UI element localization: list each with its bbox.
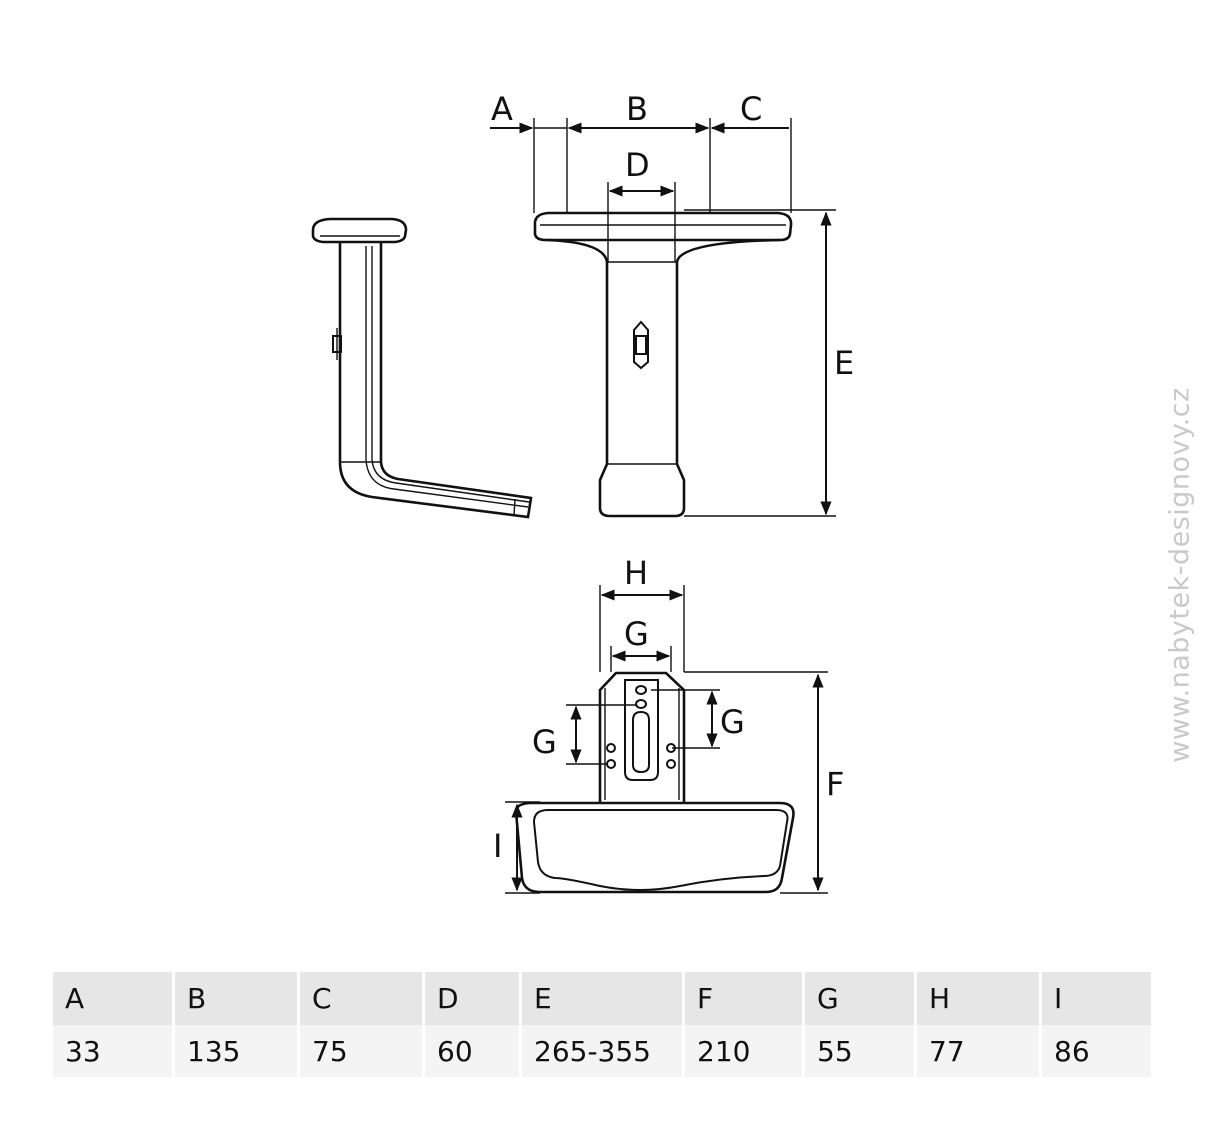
header-cell: B xyxy=(175,972,297,1025)
value-cell: 86 xyxy=(1042,1025,1151,1077)
label-e: E xyxy=(834,344,854,382)
label-g-left: G xyxy=(532,723,557,761)
table-row: 33 135 75 60 265-355 210 55 77 86 xyxy=(53,1025,1151,1077)
header-cell: I xyxy=(1042,972,1151,1025)
value-cell: 77 xyxy=(917,1025,1039,1077)
armrest-side-view xyxy=(311,217,533,519)
value-cell: 265-355 xyxy=(522,1025,682,1077)
value-cell: 75 xyxy=(300,1025,422,1077)
label-d: D xyxy=(625,146,650,184)
value-cell: 135 xyxy=(175,1025,297,1077)
label-g-right: G xyxy=(720,703,745,741)
header-cell: E xyxy=(522,972,682,1025)
armrest-top-view xyxy=(514,671,795,894)
dimension-lines xyxy=(490,118,836,894)
value-cell: 55 xyxy=(805,1025,914,1077)
header-cell: H xyxy=(917,972,1039,1025)
label-i: I xyxy=(493,827,502,865)
header-cell: C xyxy=(300,972,422,1025)
label-h: H xyxy=(624,554,648,592)
value-cell: 60 xyxy=(425,1025,519,1077)
watermark-text: www.nabytek-designovy.cz xyxy=(1164,387,1196,763)
label-b: B xyxy=(626,90,648,128)
dimensions-table: A B C D E F G H I 33 135 75 60 265-355 2… xyxy=(50,972,1154,1077)
table-header-row: A B C D E F G H I xyxy=(53,972,1151,1025)
label-a: A xyxy=(491,90,513,128)
value-cell: 33 xyxy=(53,1025,172,1077)
label-f: F xyxy=(826,765,844,803)
header-cell: G xyxy=(805,972,914,1025)
value-cell: 210 xyxy=(685,1025,802,1077)
header-cell: F xyxy=(685,972,802,1025)
label-g-top: G xyxy=(624,615,649,653)
armrest-front-view xyxy=(533,211,793,518)
label-c: C xyxy=(740,90,762,128)
header-cell: D xyxy=(425,972,519,1025)
header-cell: A xyxy=(53,972,172,1025)
